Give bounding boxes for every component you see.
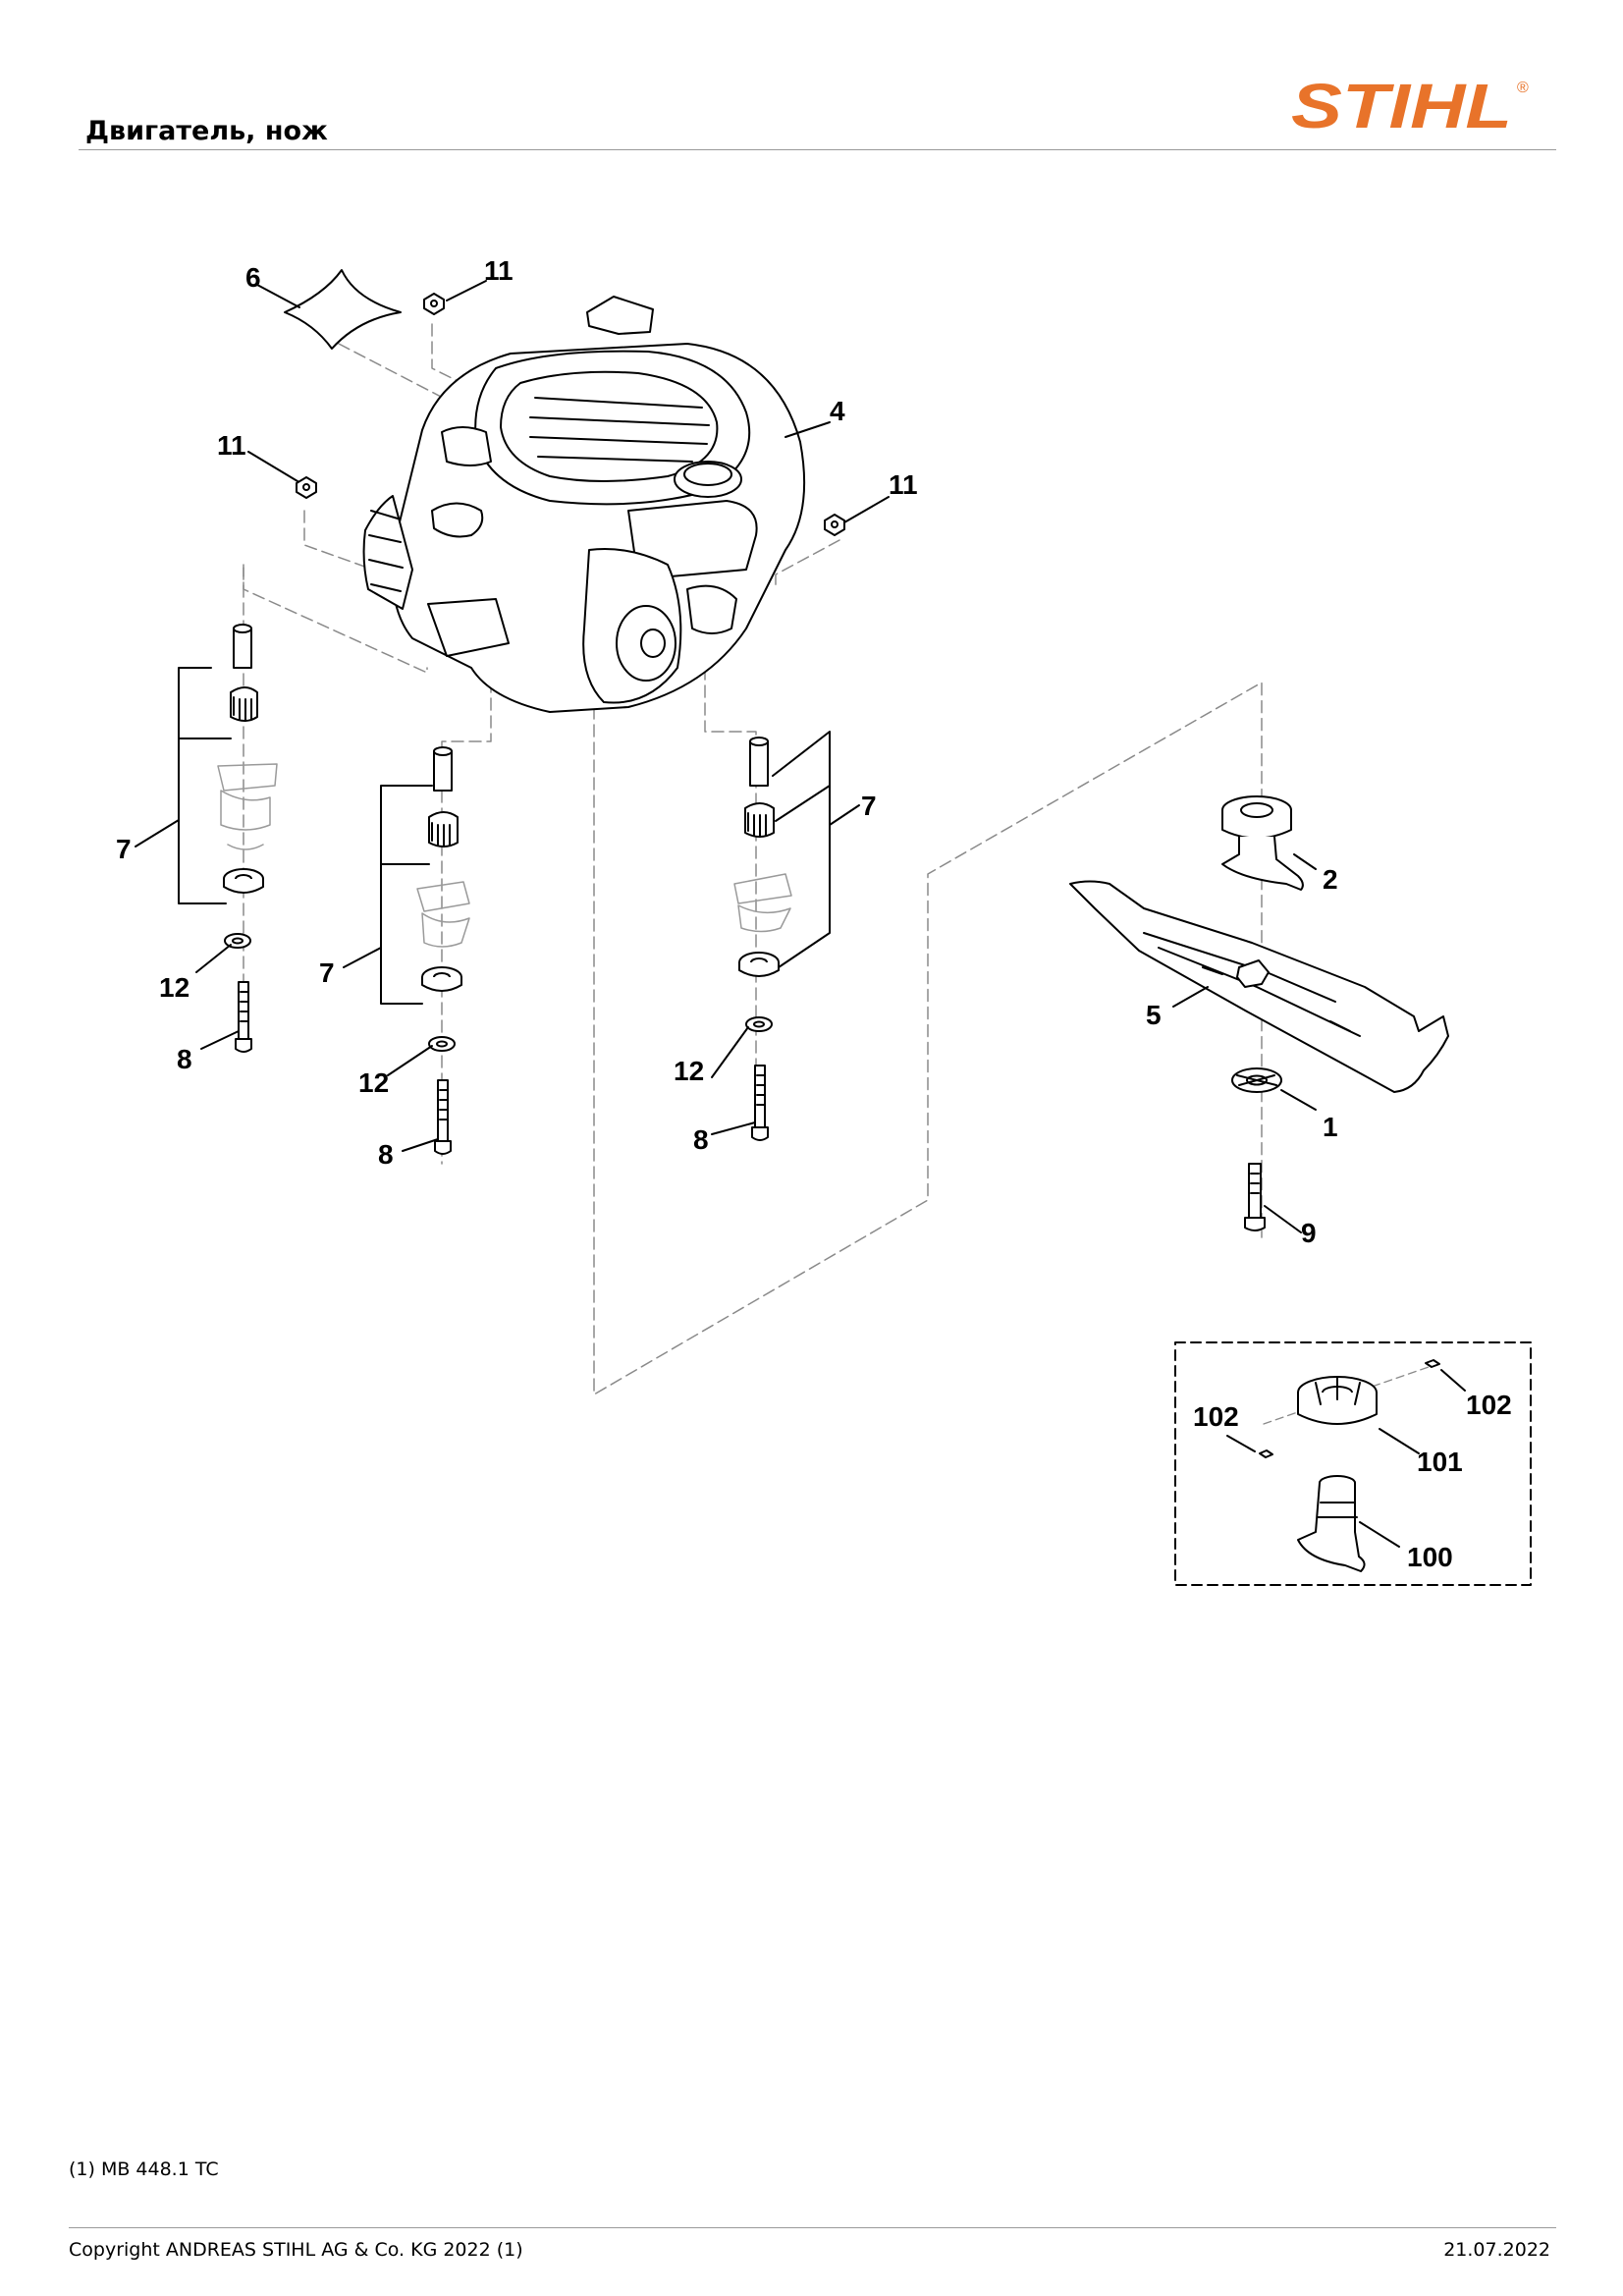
part-102-screw-right	[1425, 1359, 1440, 1368]
part-5-blade	[1069, 880, 1449, 1093]
middle-mount-stack	[416, 746, 470, 1155]
part-102-screw-left	[1259, 1449, 1273, 1458]
callout-12-middle: 12	[358, 1067, 389, 1098]
part-9-bolt	[1244, 1163, 1266, 1231]
callout-2: 2	[1323, 864, 1338, 895]
kit-inset-box	[1174, 1341, 1532, 1586]
footer-divider	[69, 2227, 1556, 2228]
callout-5: 5	[1146, 1000, 1162, 1030]
callout-101: 101	[1417, 1447, 1463, 1477]
stihl-logo: STIHL ®	[1291, 71, 1529, 139]
callout-1: 1	[1323, 1112, 1338, 1142]
callout-6: 6	[245, 262, 261, 293]
left-bracket-ghost	[217, 763, 278, 850]
callout-11-top: 11	[484, 255, 514, 286]
callout-12-right: 12	[674, 1056, 704, 1086]
copyright-text: Copyright ANDREAS STIHL AG & Co. KG 2022…	[69, 2239, 523, 2261]
callout-7-middle: 7	[319, 957, 335, 988]
part-6-cover-sheet	[284, 269, 402, 350]
part-100-adapter	[1297, 1475, 1366, 1572]
bracket-left-7	[178, 667, 232, 904]
bracket-right-7	[772, 731, 831, 968]
callout-102-right: 102	[1466, 1390, 1512, 1420]
part-101-hub	[1297, 1376, 1378, 1425]
callout-11-left: 11	[217, 430, 246, 461]
header-divider	[79, 149, 1556, 150]
left-mount-stack	[217, 624, 278, 1053]
middle-bracket-ghost	[416, 881, 470, 948]
callout-8-left: 8	[177, 1044, 192, 1074]
callout-100: 100	[1407, 1542, 1453, 1572]
callout-4: 4	[830, 396, 845, 426]
logo-wordmark: STIHL	[1291, 71, 1512, 139]
callout-7-left: 7	[116, 834, 132, 864]
model-footnote: (1) MB 448.1 TC	[69, 2159, 219, 2180]
callout-8-middle: 8	[378, 1139, 394, 1170]
callout-102-left: 102	[1193, 1401, 1239, 1432]
part-11-nut-left	[296, 476, 317, 499]
callout-12-left: 12	[159, 972, 189, 1003]
logo-registered-mark: ®	[1517, 80, 1529, 96]
callout-7-right: 7	[861, 791, 877, 821]
callout-11-right: 11	[889, 469, 918, 500]
callout-8-right: 8	[693, 1124, 709, 1155]
right-bracket-ghost	[733, 873, 792, 933]
part-11-nut-right	[824, 514, 845, 536]
right-mount-stack	[733, 737, 792, 1141]
part-2-blade-adapter	[1221, 795, 1304, 891]
document-date: 21.07.2022	[1443, 2239, 1550, 2261]
callout-labels: 6 11 11 11 4 7 7 7 12 12 12 8 8 8 2 5 1 …	[116, 255, 1512, 1572]
bracket-middle-7	[380, 785, 433, 1005]
part-1-washer	[1231, 1067, 1282, 1093]
page-title: Двигатель, нож	[85, 116, 328, 146]
callout-9: 9	[1301, 1218, 1317, 1248]
part-4-engine	[362, 296, 806, 713]
leader-lines	[135, 280, 1466, 1548]
part-11-nut-top	[423, 293, 445, 315]
